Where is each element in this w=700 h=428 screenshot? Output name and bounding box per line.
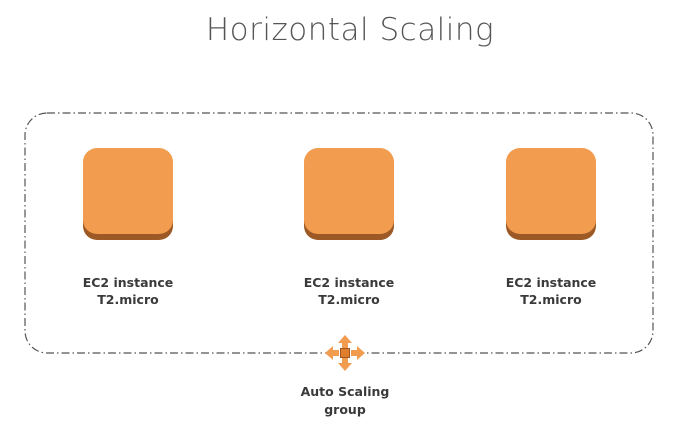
- ec2-instance-label: EC2 instance T2.micro: [48, 274, 208, 308]
- ec2-instance-label: EC2 instance T2.micro: [471, 274, 631, 308]
- ec2-instance-label: EC2 instance T2.micro: [269, 274, 429, 308]
- instance-type-name: EC2 instance: [303, 275, 395, 290]
- instance-type-name: EC2 instance: [82, 275, 174, 290]
- ec2-instance-3: EC2 instance T2.micro: [471, 148, 631, 308]
- instance-size: T2.micro: [520, 292, 582, 307]
- ec2-instance-icon: [304, 148, 394, 240]
- instance-type-name: EC2 instance: [505, 275, 597, 290]
- ec2-instance-icon: [83, 148, 173, 240]
- ec2-instance-1: EC2 instance T2.micro: [48, 148, 208, 308]
- auto-scaling-group-boundary: [24, 112, 654, 354]
- ec2-instance-2: EC2 instance T2.micro: [269, 148, 429, 308]
- ec2-instance-icon: [506, 148, 596, 240]
- auto-scaling-label-line1: Auto Scaling: [300, 384, 390, 399]
- auto-scaling-icon: [325, 335, 365, 371]
- instance-size: T2.micro: [97, 292, 159, 307]
- diagram-title: Horizontal Scaling: [205, 12, 495, 48]
- instance-size: T2.micro: [318, 292, 380, 307]
- auto-scaling-group-label: Auto Scaling group: [270, 383, 420, 419]
- auto-scaling-label-line2: group: [324, 402, 366, 417]
